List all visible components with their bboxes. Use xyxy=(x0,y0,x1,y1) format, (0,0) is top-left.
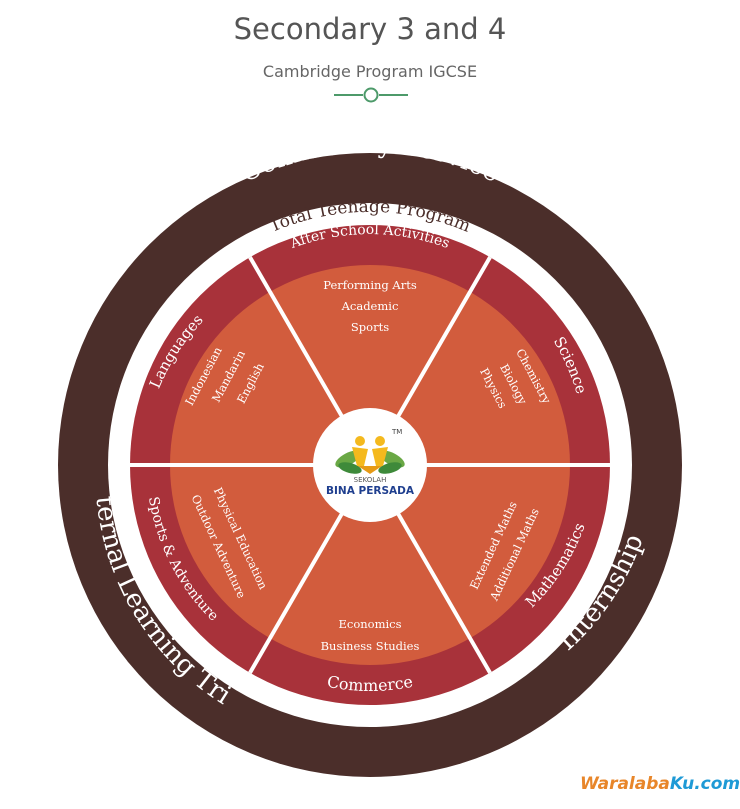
item-economics: Economics xyxy=(338,617,401,631)
watermark-part2: Ku.com xyxy=(669,774,740,794)
logo-trademark: TM xyxy=(391,428,402,436)
people-leaf-icon xyxy=(335,436,405,474)
segment-name-commerce: Commerce xyxy=(326,672,415,695)
school-logo: TM SEKOLAH BINA PERSADA xyxy=(313,408,427,522)
item-business-studies: Business Studies xyxy=(321,639,420,653)
item-sports: Sports xyxy=(351,320,389,334)
logo-line1: SEKOLAH xyxy=(354,476,387,484)
watermark: WaralabaKu.com xyxy=(580,774,740,794)
page-header: Secondary 3 and 4 Cambridge Program IGCS… xyxy=(0,0,740,110)
divider-ornament xyxy=(334,87,408,103)
logo-line2: BINA PERSADA xyxy=(326,485,415,497)
item-academic: Academic xyxy=(341,299,399,313)
page-title: Secondary 3 and 4 xyxy=(233,12,507,46)
page-subtitle: Cambridge Program IGCSE xyxy=(262,62,478,81)
item-performing-arts: Performing Arts xyxy=(323,278,417,292)
watermark-part1: Waralaba xyxy=(580,774,670,794)
